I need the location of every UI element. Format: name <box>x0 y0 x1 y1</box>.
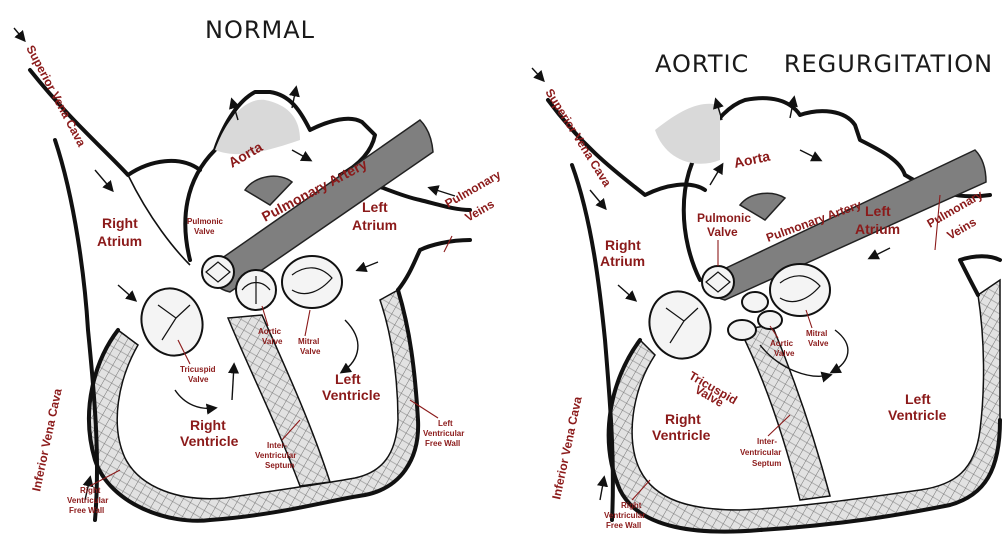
normal-flow-arrow-svc <box>95 170 112 190</box>
ar-label-septum-1: Inter- <box>757 437 777 446</box>
normal-label-tricuspid-valve-2: Valve <box>188 375 209 384</box>
ar-label-right-ventricle-2: Ventricle <box>652 427 711 443</box>
ar-label-left-atrium-2: Atrium <box>855 221 900 237</box>
normal-flow-arrow-ra <box>118 285 135 300</box>
ar-label-aortic-valve-1: Aortic <box>770 339 794 348</box>
normal-flow-arrow-lv <box>342 320 358 372</box>
normal-title: NORMAL <box>205 16 315 44</box>
normal-label-right-atrium-1: Right <box>102 215 138 231</box>
ar-label-septum-2: Ventricular <box>740 448 781 457</box>
regurgitation-panel: AORTIC REGURGITATION <box>532 50 1000 532</box>
normal-label-mitral-valve-2: Valve <box>300 347 321 356</box>
ar-label-right-ventricle-1: Right <box>665 411 701 427</box>
ar-label-aorta: Aorta <box>732 148 771 171</box>
normal-label-septum-2: Ventricular <box>255 451 296 460</box>
normal-label-septum-1: Inter- <box>267 441 287 450</box>
ar-label-rv-free-wall-2: Ventricular <box>604 511 645 520</box>
ar-label-left-ventricle-1: Left <box>905 391 931 407</box>
ar-pulmonary-artery <box>705 150 986 300</box>
ar-label-rv-free-wall-1: Right <box>621 501 642 510</box>
normal-label-left-ventricle-2: Ventricle <box>322 387 381 403</box>
normal-label-lv-free-wall-2: Ventricular <box>423 429 464 438</box>
regurgitation-title: AORTIC REGURGITATION <box>655 50 993 78</box>
ar-label-right-atrium-2: Atrium <box>600 253 645 269</box>
ar-label-inferior-vena-cava: Inferior Vena Cava <box>549 395 585 501</box>
normal-label-rv-free-wall-1: Right <box>80 486 101 495</box>
normal-mitral-valve <box>282 256 342 308</box>
normal-label-tricuspid-valve-1: Tricuspid <box>180 365 216 374</box>
normal-label-aortic-valve-1: Aortic <box>258 327 282 336</box>
normal-label-left-ventricle-1: Left <box>335 371 361 387</box>
normal-label-right-atrium-2: Atrium <box>97 233 142 249</box>
normal-label-superior-vena-cava: Superior Vena Cava <box>23 43 88 149</box>
ar-label-pulmonic-valve-2: Valve <box>707 225 738 239</box>
ar-label-left-atrium-1: Left <box>865 203 891 219</box>
normal-label-lv-free-wall-3: Free Wall <box>425 439 460 448</box>
ar-label-left-ventricle-2: Ventricle <box>888 407 947 423</box>
ar-label-mitral-valve-2: Valve <box>808 339 829 348</box>
ar-flow-arrow-lv <box>832 330 848 372</box>
ar-flow-arrow-aorta-in <box>710 165 722 185</box>
ar-flow-arrow-svc <box>590 190 605 208</box>
normal-label-right-ventricle-1: Right <box>190 417 226 433</box>
ar-label-septum-3: Septum <box>752 459 781 468</box>
normal-ivc-wall <box>55 140 97 520</box>
ar-aorta-shade <box>655 104 720 164</box>
ar-label-mitral-valve-1: Mitral <box>806 329 827 338</box>
normal-label-rv-free-wall-2: Ventricular <box>67 496 108 505</box>
normal-flow-arrow-rv-up <box>232 365 234 400</box>
ar-label-pulmonic-valve-1: Pulmonic <box>697 211 751 225</box>
normal-panel: NORMAL <box>14 16 503 521</box>
normal-aortic-valve <box>236 270 276 310</box>
ar-label-aortic-valve-2: Valve <box>774 349 795 358</box>
normal-label-lv-free-wall-1: Left <box>438 419 453 428</box>
ar-label-superior-vena-cava: Superior Vena Cava <box>542 86 614 189</box>
ar-flow-arrow-aorta-side <box>800 150 820 160</box>
normal-flow-arrow-rv <box>175 390 215 408</box>
normal-label-rv-free-wall-3: Free Wall <box>69 506 104 515</box>
normal-tricuspid-valve <box>132 280 212 364</box>
normal-label-mitral-valve-1: Mitral <box>298 337 319 346</box>
normal-label-right-ventricle-2: Ventricle <box>180 433 239 449</box>
ar-flow-arrow-ra <box>618 285 635 300</box>
normal-pulmonic-valve <box>202 256 234 288</box>
ar-flow-arrow-svc-top <box>532 68 543 80</box>
ar-ivc-wall <box>572 165 613 520</box>
normal-label-pulmonary-veins-1: Pulmonary <box>443 167 504 210</box>
ar-flow-arrow-ivc <box>600 478 604 500</box>
ar-label-right-atrium-1: Right <box>605 237 641 253</box>
normal-flow-arrow-svc-top <box>14 28 24 40</box>
normal-label-left-atrium-2: Atrium <box>352 217 397 233</box>
normal-label-septum-3: Septum <box>265 461 294 470</box>
normal-label-pulmonary-veins-2: Veins <box>463 197 497 225</box>
normal-label-left-atrium-1: Left <box>362 199 388 215</box>
normal-flow-arrow-la <box>358 262 378 270</box>
normal-flow-arrow-aorta-side <box>292 150 310 160</box>
normal-label-pulmonic-valve-1: Pulmonic <box>187 217 224 226</box>
normal-label-inferior-vena-cava: Inferior Vena Cava <box>29 387 65 493</box>
ar-mitral-valve <box>770 264 830 316</box>
normal-label-aortic-valve-2: Valve <box>262 337 283 346</box>
ar-flow-arrow-la <box>870 248 890 258</box>
normal-label-pulmonic-valve-2: Valve <box>194 227 215 236</box>
ar-pulmonic-valve <box>702 266 734 298</box>
normal-leader-mitral <box>305 310 310 336</box>
ar-label-rv-free-wall-3: Free Wall <box>606 521 641 530</box>
